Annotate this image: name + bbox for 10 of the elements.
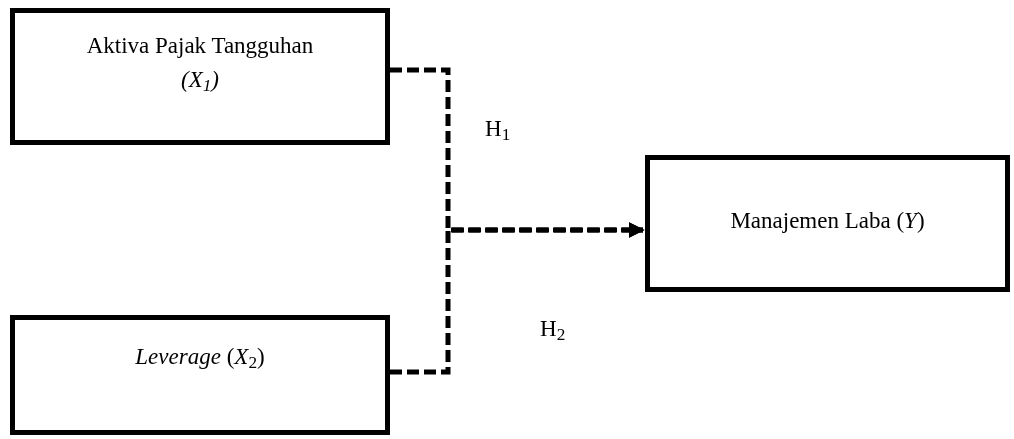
variable-label: Leverage (X$_{2}$): [135, 343, 265, 374]
variable-box: [10, 315, 390, 435]
hypothesis-label: H$_{2}$: [540, 315, 566, 346]
variable-box: [645, 155, 1010, 292]
dashed-arrow: [390, 222, 645, 375]
variable-label: Aktiva Pajak Tangguhan: [86, 32, 314, 60]
variable-label: (X$_{1}$): [181, 66, 219, 97]
variable-label: Manajemen Laba (Y): [730, 207, 925, 235]
variable-box: [10, 8, 390, 145]
hypothesis-label: H$_{1}$: [485, 115, 511, 146]
